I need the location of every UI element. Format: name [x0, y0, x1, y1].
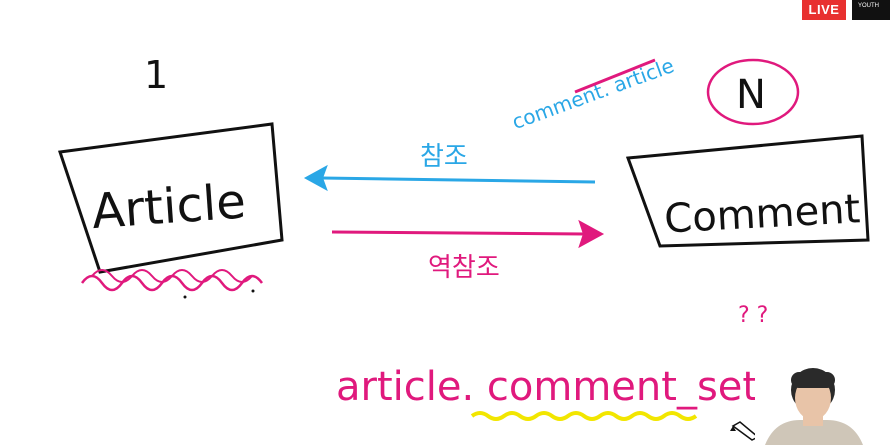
article-underline-squiggle-2 [91, 269, 253, 283]
comment-box [625, 134, 870, 248]
live-badge: LIVE [802, 0, 846, 20]
article-label: Article [90, 173, 248, 240]
reverse-reference-arrowhead [578, 219, 605, 249]
presenter-webcam [755, 360, 890, 445]
multiplicity-n: N [736, 72, 766, 118]
stray-dot [251, 289, 255, 293]
expression-text: article. comment_set [336, 364, 758, 410]
reverse-reference-label: 역참조 [428, 253, 500, 283]
question-marks: ? ? [738, 303, 768, 328]
stray-dot [183, 295, 187, 299]
pencil-cursor-icon [730, 421, 760, 441]
reference-note-underline [574, 58, 656, 94]
reference-arrowhead [303, 164, 328, 192]
expression-yellow-underline [470, 411, 698, 421]
channel-logo: YOUTH [852, 0, 890, 20]
article-box [58, 122, 284, 274]
multiplicity-circle [706, 58, 800, 126]
multiplicity-one: 1 [144, 53, 168, 97]
reference-note: comment. article [509, 53, 677, 134]
reverse-reference-arrow [331, 230, 586, 236]
reference-label: 참조 [420, 142, 468, 172]
comment-label: Comment [663, 186, 861, 242]
reference-arrow [321, 176, 596, 184]
